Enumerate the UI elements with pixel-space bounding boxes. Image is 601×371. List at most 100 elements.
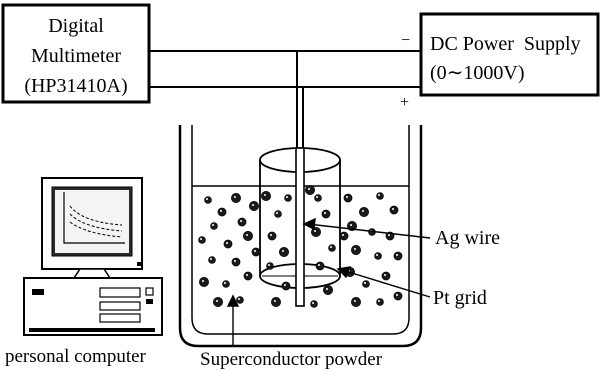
powder-particle [274,210,282,218]
powder-particle [315,261,325,271]
pt-grid-pointer [341,269,431,298]
beaker-inner-wall [191,125,410,335]
powder-label: Superconductor powder [200,349,383,370]
powder-particle [381,271,391,281]
powder-particle [270,296,281,307]
powder-particle-highlight [308,188,310,190]
powder-particle-highlight [330,246,332,248]
powder-particle-highlight [312,302,314,304]
powder-particle [314,194,322,202]
powder-particle [322,284,333,295]
multimeter-box: Digital Multimeter (HP31410A) [1,3,151,104]
powder-particle-highlight [238,298,240,300]
powder-particle-highlight [388,234,390,236]
powder-particle-highlight [316,196,318,198]
powder-particle-highlight [202,280,204,282]
powder-particle-highlight [364,282,366,284]
powder-particle-highlight [396,294,398,296]
powder-particle [222,280,230,288]
powder-particle-highlight [240,220,242,222]
powder-particle [251,247,261,257]
screen-curve-2 [69,205,123,226]
multimeter-line-2: Multimeter [31,45,121,67]
powder-particle [374,252,382,260]
powder-particle [304,185,315,196]
system-unit [23,277,163,336]
powder-particle [389,205,399,215]
powder-particle-highlight [212,224,214,226]
powder-particle [328,244,336,252]
powder-particle [210,222,218,230]
powder-particle [343,193,353,203]
powder-particle-highlight [264,194,266,196]
powder-particle [243,231,254,242]
callouts [226,217,431,345]
powder-particle [217,207,227,217]
powder-particle-highlight [354,300,356,302]
powder-particle [266,262,274,270]
ag-wire-electrode [295,147,305,307]
powder-particle [339,231,349,241]
pt-grid-label: Pt grid [433,287,487,309]
powder-particle [243,271,253,281]
ag-wire-pointer [307,223,431,239]
powder-particle-highlight [220,210,222,212]
powder-particle-highlight [286,196,288,198]
powder-particle [231,193,242,204]
powder-particle [267,231,277,241]
powder-particle-highlight [246,234,248,236]
powder-particle [393,291,403,301]
power-supply-line-2: (0∼1000V) [430,62,525,84]
powder-particle [310,227,321,238]
powder-particle [199,276,210,287]
powder-particle-highlight [200,238,202,240]
pt-grid-arrowhead [336,266,352,279]
power-supply-line-1: DC Power Supply [430,33,581,55]
negative-terminal-label: − [401,32,410,49]
multimeter-line-3: (HP31410A) [24,75,127,97]
powder-particle [310,300,318,308]
powder-particle-highlight [350,224,352,226]
beaker-outer-wall [178,125,423,348]
positive-terminal-label: + [400,94,409,111]
powder-particle-highlight [224,282,226,284]
powder-particle [350,245,361,256]
powder-particle [358,207,369,218]
powder-particle-highlight [324,212,326,214]
powder-particle-highlight [384,274,386,276]
wires [149,50,421,152]
powder-particle [237,217,247,227]
powder-particle-highlight [270,234,272,236]
powder-particle-highlight [274,300,276,302]
multimeter-line-1: Digital [48,15,104,37]
powder-particle-highlight [314,230,316,232]
powder-particle-highlight [378,194,380,196]
powder-particle-highlight [254,250,256,252]
powder-particle-highlight [206,198,208,200]
powder-particle-highlight [284,284,286,286]
powder-particle [350,296,361,307]
powder-particle-highlight [216,300,218,302]
powder-particle-highlight [396,254,398,256]
ag-wire-arrowhead [302,217,316,231]
powder-particle [393,251,403,261]
powder-particle-highlight [354,248,356,250]
powder-particle [281,281,291,291]
powder-particle-highlight [282,250,284,252]
screen-curve-1 [63,192,125,244]
powder-particle [213,296,224,307]
powder-particle [236,296,244,304]
powder-particle-highlight [378,300,380,302]
powder-particle-highlight [210,258,212,260]
powder-particle [376,192,384,200]
desktop-computer-icon [23,177,163,336]
powder-particle [208,256,216,264]
powder-particle-highlight [276,212,278,214]
powder-arrowhead [226,294,240,307]
computer-label: personal computer [5,346,147,367]
powder-particle [198,236,206,244]
powder-particle-highlight [234,260,236,262]
powder-particle-highlight [318,264,320,266]
powder-particle [231,257,241,267]
